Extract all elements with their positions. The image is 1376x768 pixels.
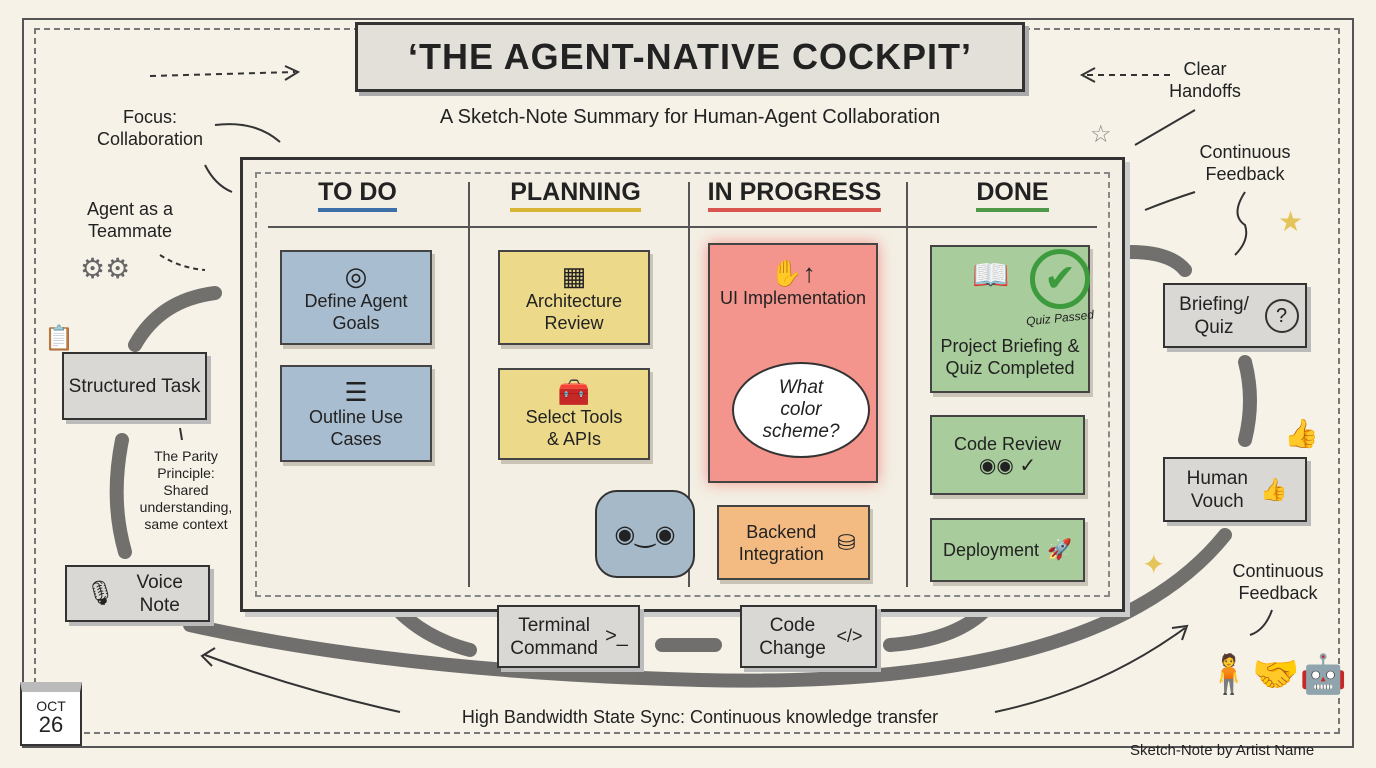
voice-note-box: 🎙Voice Note — [65, 565, 210, 622]
card-outline-use-cases[interactable]: ☰Outline Use Cases — [280, 365, 432, 462]
continuous-feedback-bottom: Continuous Feedback — [1232, 561, 1324, 603]
title-banner: ‘THE AGENT-NATIVE COCKPIT’ — [355, 22, 1025, 92]
arrow-handoffs-star — [1134, 109, 1196, 146]
terminal-icon: >_ — [605, 625, 628, 647]
code-change-box: Code Change</> — [740, 605, 877, 668]
checklist-icon: 📋 — [44, 325, 74, 352]
page-title: ‘THE AGENT-NATIVE COCKPIT’ — [407, 36, 972, 77]
structured-task-box: Structured Task — [62, 352, 207, 420]
arrow-board-to-briefing — [1123, 245, 1192, 277]
subtitle: A Sketch-Note Summary for Human-Agent Co… — [439, 106, 941, 128]
header-rule — [268, 226, 1097, 228]
card-select-tools[interactable]: 🧰Select Tools & APIs — [498, 368, 650, 460]
arrow-feedback-bottom — [1249, 609, 1273, 636]
state-sync-caption: High Bandwidth State Sync: Continuous kn… — [461, 707, 939, 727]
target-icon: ◎ — [344, 260, 368, 291]
star-icon: ☆ — [1090, 121, 1112, 148]
arrow-structured-to-board — [128, 286, 222, 352]
rocket-icon: 🚀 — [1047, 539, 1072, 561]
column-header-todo: TO DO — [250, 178, 465, 212]
arrow-sync-left — [204, 654, 401, 713]
briefing-quiz-box: Briefing/ Quiz? — [1163, 283, 1307, 348]
column-header-done: DONE — [905, 178, 1120, 212]
arrow-teammate — [159, 254, 206, 271]
hand-raise-icon: ✋↑ — [770, 258, 816, 288]
card-backend-integration[interactable]: Backend Integration⛁ — [717, 505, 870, 580]
column-header-in-progress: IN PROGRESS — [687, 178, 902, 212]
card-deployment[interactable]: Deployment🚀 — [930, 518, 1085, 582]
list-icon: ☰ — [344, 376, 368, 407]
terminal-command-box: Terminal Command>_ — [497, 605, 640, 668]
database-icon: ⛁ — [837, 529, 856, 555]
credit: Sketch-Note by Artist Name — [1130, 742, 1315, 759]
column-divider — [906, 182, 908, 587]
robot-icon: ◉‿◉ — [595, 490, 695, 578]
check-circle-icon: ✔ — [1030, 249, 1090, 309]
arrow-sync-right — [994, 627, 1186, 713]
card-architecture-review[interactable]: ▦Architecture Review — [498, 250, 650, 345]
continuous-feedback-top: Continuous Feedback — [1199, 142, 1291, 184]
microphone-icon: 🎙 — [85, 580, 116, 607]
card-define-agent-goals[interactable]: ◎Define Agent Goals — [280, 250, 432, 345]
question-bubble-icon: ? — [1264, 298, 1299, 333]
arrow-parity — [179, 427, 183, 441]
calendar-icon: OCT 26 — [20, 682, 82, 746]
column-divider — [468, 182, 470, 587]
outer-frame — [22, 18, 1354, 748]
code-icon: </> — [836, 626, 863, 646]
human-robot-handshake-icon: 🧍🤝🤖 — [1205, 654, 1347, 696]
board-dashed — [255, 172, 1110, 597]
teammate-label: Agent as a Teammate — [86, 199, 174, 241]
gears-icon: ⚙⚙ — [80, 253, 131, 284]
arrow-feedback-top — [1144, 191, 1196, 211]
column-divider — [688, 182, 690, 587]
thumbs-up-icon: 👍 — [1284, 418, 1319, 449]
focus-label: Focus: Collaboration — [96, 107, 204, 149]
toolbox-icon: 🧰 — [557, 377, 591, 407]
arrow-briefing-to-vouch — [1238, 355, 1257, 447]
clear-handoffs-label: Clear Handoffs — [1169, 59, 1241, 101]
arrow-squiggle — [1234, 191, 1248, 256]
blueprint-icon: ▦ — [561, 260, 587, 291]
eyes-check-icon: ◉◉ ✓ — [978, 455, 1037, 477]
arrow-vouch-to-voice — [183, 528, 1232, 688]
card-project-briefing[interactable]: 📖 ✔ Quiz Passed Project Briefing & Quiz … — [930, 245, 1095, 393]
human-vouch-box: Human Vouch👍 — [1163, 457, 1307, 522]
parity-principle-text: The Parity Principle: Shared understandi… — [139, 448, 233, 532]
speech-bubble: What color scheme? — [732, 362, 870, 458]
arrow-voice-to-structured — [109, 433, 132, 559]
star-icon: ★ — [1278, 206, 1304, 237]
arrow-focus-board2 — [204, 164, 233, 193]
column-header-planning: PLANNING — [468, 178, 683, 212]
arrow-focus — [149, 71, 296, 77]
arrow-code-to-done — [883, 598, 997, 652]
arrow-focus-board — [214, 123, 281, 143]
thumbs-up-outline-icon: 👍 — [1260, 477, 1288, 502]
book-icon: 📖 — [972, 259, 1010, 292]
card-code-review[interactable]: Code Review◉◉ ✓ — [930, 415, 1085, 495]
sparkle-icon: ✦ — [1142, 549, 1166, 580]
